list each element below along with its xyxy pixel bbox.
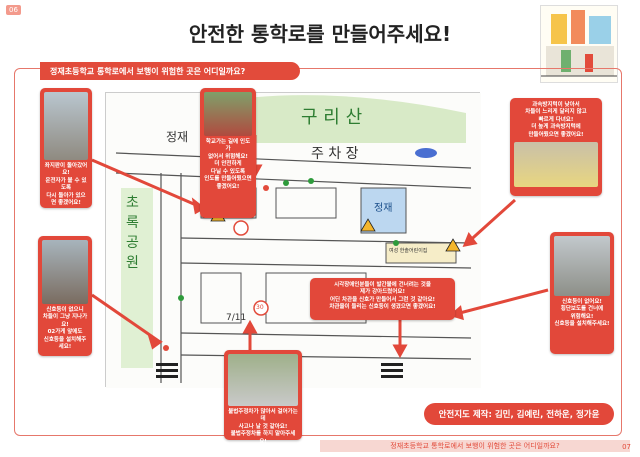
map-label-speed: 30 — [256, 304, 264, 311]
callout-right-bottom: 신호등이 없어요! 횡단보도를 건너에 위험해요! 신호등을 설치해주세요! — [550, 232, 614, 354]
map-label-apartment: 정재 — [374, 203, 393, 214]
callout-left-top: 좌지판이 돌아갔어요! 운전자가 볼 수 있도록 다시 돌아가 있으면 좋겠어요… — [40, 88, 92, 208]
map-label-store: 7/11 — [226, 313, 247, 323]
callout-center: 시각장애인분들이 발간불에 건너려는 것을 제가 강아드렸어요! 어딘 차관을 … — [310, 278, 455, 320]
question-banner: 정재초등학교 통학로에서 보행이 위험한 곳은 어디일까요? — [40, 62, 300, 80]
photo-sign — [44, 92, 88, 160]
map-label-mountain: 구 리 산 — [301, 107, 363, 128]
photo-road — [204, 92, 252, 136]
callout-text: 시각장애인분들이 발간불에 건너려는 것을 제가 강아드렸어요! 어딘 차관을 … — [329, 282, 436, 311]
callout-text: 과속방지턱이 낮아서 차들이 느리게 달리지 않고 빠르게 다녀요! 더 높게 … — [525, 102, 587, 138]
callout-text: 신호등이 없어요! 횡단보도를 건너에 위험해요! 신호등을 설치해주세요! — [554, 299, 610, 328]
bottom-strip: 정재초등학교 통학로에서 보행이 위험한 곳은 어디일까요? — [320, 440, 630, 452]
callout-text: 좌지판이 돌아갔어요! 운전자가 볼 수 있도록 다시 돌아가 있으면 좋겠어요… — [44, 163, 88, 207]
callout-right-top: 과속방지턱이 낮아서 차들이 느리게 달리지 않고 빠르게 다녀요! 더 높게 … — [510, 98, 602, 196]
page-title: 안전한 통학로를 만들어주세요! — [188, 22, 452, 46]
callout-top-mid: 학교가는 길에 인도가 없어서 위험해요! 더 안전하게 다닐 수 있도록 인도… — [200, 88, 256, 218]
map-label-school: 정재 — [166, 130, 189, 144]
photo-parking — [228, 354, 298, 406]
hand-drawn-map: 구 리 산 주 차 장 초 록 공 원 정재 7/11 30 여성 한솔어린이집… — [105, 92, 481, 388]
page-number-left: 06 — [6, 5, 21, 15]
map-label-parking: 주 차 장 — [311, 146, 359, 162]
content-frame — [14, 68, 622, 436]
callout-text: 불법주정차가 많아서 걸어가는데 사고나 날 것 같아요! 불법주정차를 하지 … — [228, 409, 298, 445]
map-label-park: 초 록 공 원 — [126, 195, 139, 271]
cover-drawing — [540, 5, 618, 83]
callout-text: 신호등이 없으니 차들이 그냥 지나가요! 02가게 앞에도 신호등을 설치해주… — [42, 307, 88, 351]
photo-crossing — [42, 240, 88, 304]
callout-bottom-mid: 불법주정차가 많아서 걸어가는데 사고나 날 것 같아요! 불법주정차를 하지 … — [224, 350, 302, 445]
map-label-community: 여성 한솔어린이집 — [389, 248, 428, 254]
photo-street — [554, 236, 610, 296]
credits-badge: 안전지도 제작: 김민, 김예린, 전하운, 정가윤 — [424, 403, 614, 425]
page-number-right: 07 — [622, 443, 631, 451]
callout-left-bottom: 신호등이 없으니 차들이 그냥 지나가요! 02가게 앞에도 신호등을 설치해주… — [38, 236, 92, 356]
photo-speedbump — [514, 142, 598, 188]
callout-text: 학교가는 길에 인도가 없어서 위험해요! 더 안전하게 다닐 수 있도록 인도… — [204, 139, 252, 190]
